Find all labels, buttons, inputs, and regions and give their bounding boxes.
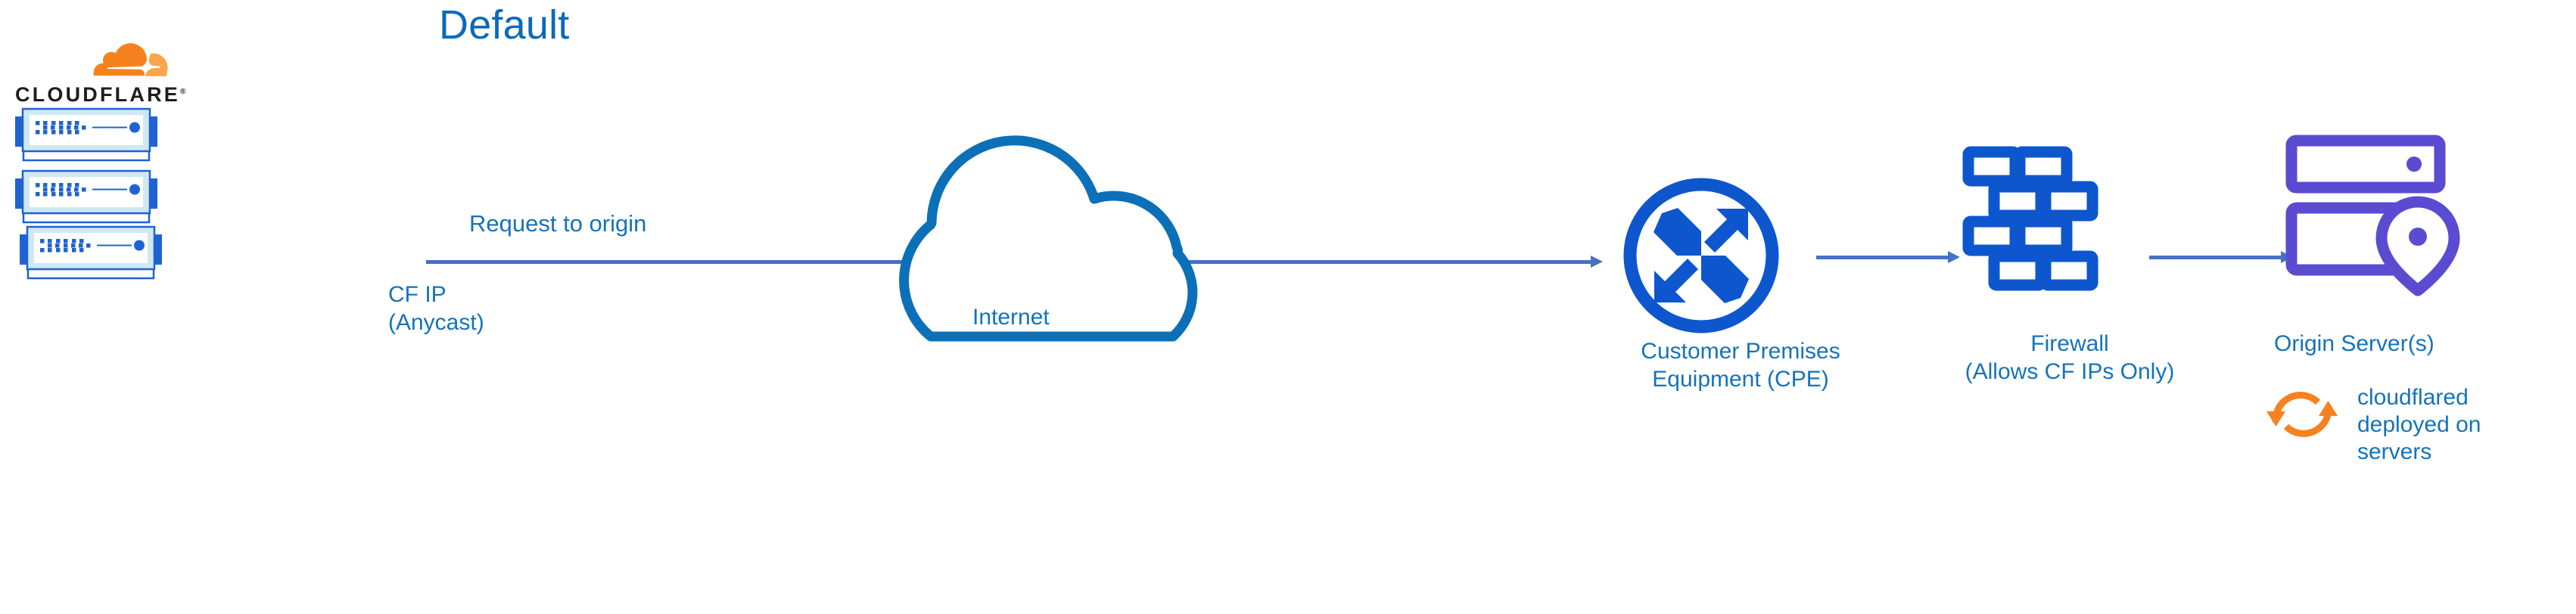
cloudflare-brand: CLOUDFLARE® (15, 39, 185, 115)
arrow-head (1591, 256, 1603, 268)
arrow-head (1948, 251, 1960, 263)
refresh-cycle-icon (2266, 392, 2338, 437)
router-four-arrows-icon (1623, 178, 1779, 333)
label-customer-premises-equipment: Customer Premises Equipment (CPE) (1641, 339, 1840, 392)
cloudflare-cloud-logo-icon (93, 43, 168, 76)
arrow-firewall-to-origin (2149, 251, 2293, 263)
cloudflare-wordmark: CLOUDFLARE® (15, 83, 186, 106)
server-with-location-pin-icon (2285, 135, 2460, 296)
arrow-shaft (2149, 256, 2281, 259)
server-rack-icon (15, 107, 157, 162)
label-firewall: Firewall (Allows CF IPs Only) (1965, 331, 2175, 384)
internet-cloud-icon (899, 135, 1198, 342)
server-rack-icon (15, 169, 157, 224)
server-rack-icon (20, 225, 162, 280)
brick-wall-icon (1962, 146, 2098, 291)
label-cloudflared-deployed: cloudflared deployed on servers (2357, 385, 2481, 464)
label-request-to-origin: Request to origin (469, 210, 647, 237)
label-internet: Internet (972, 305, 1050, 330)
page-title: Default (439, 2, 570, 48)
label-origin-server: Origin Server(s) (2274, 331, 2434, 356)
arrow-cpe-to-firewall (1816, 251, 1960, 263)
arrow-shaft (1816, 256, 1948, 259)
label-cf-ip-anycast: CF IP (Anycast) (388, 282, 484, 335)
